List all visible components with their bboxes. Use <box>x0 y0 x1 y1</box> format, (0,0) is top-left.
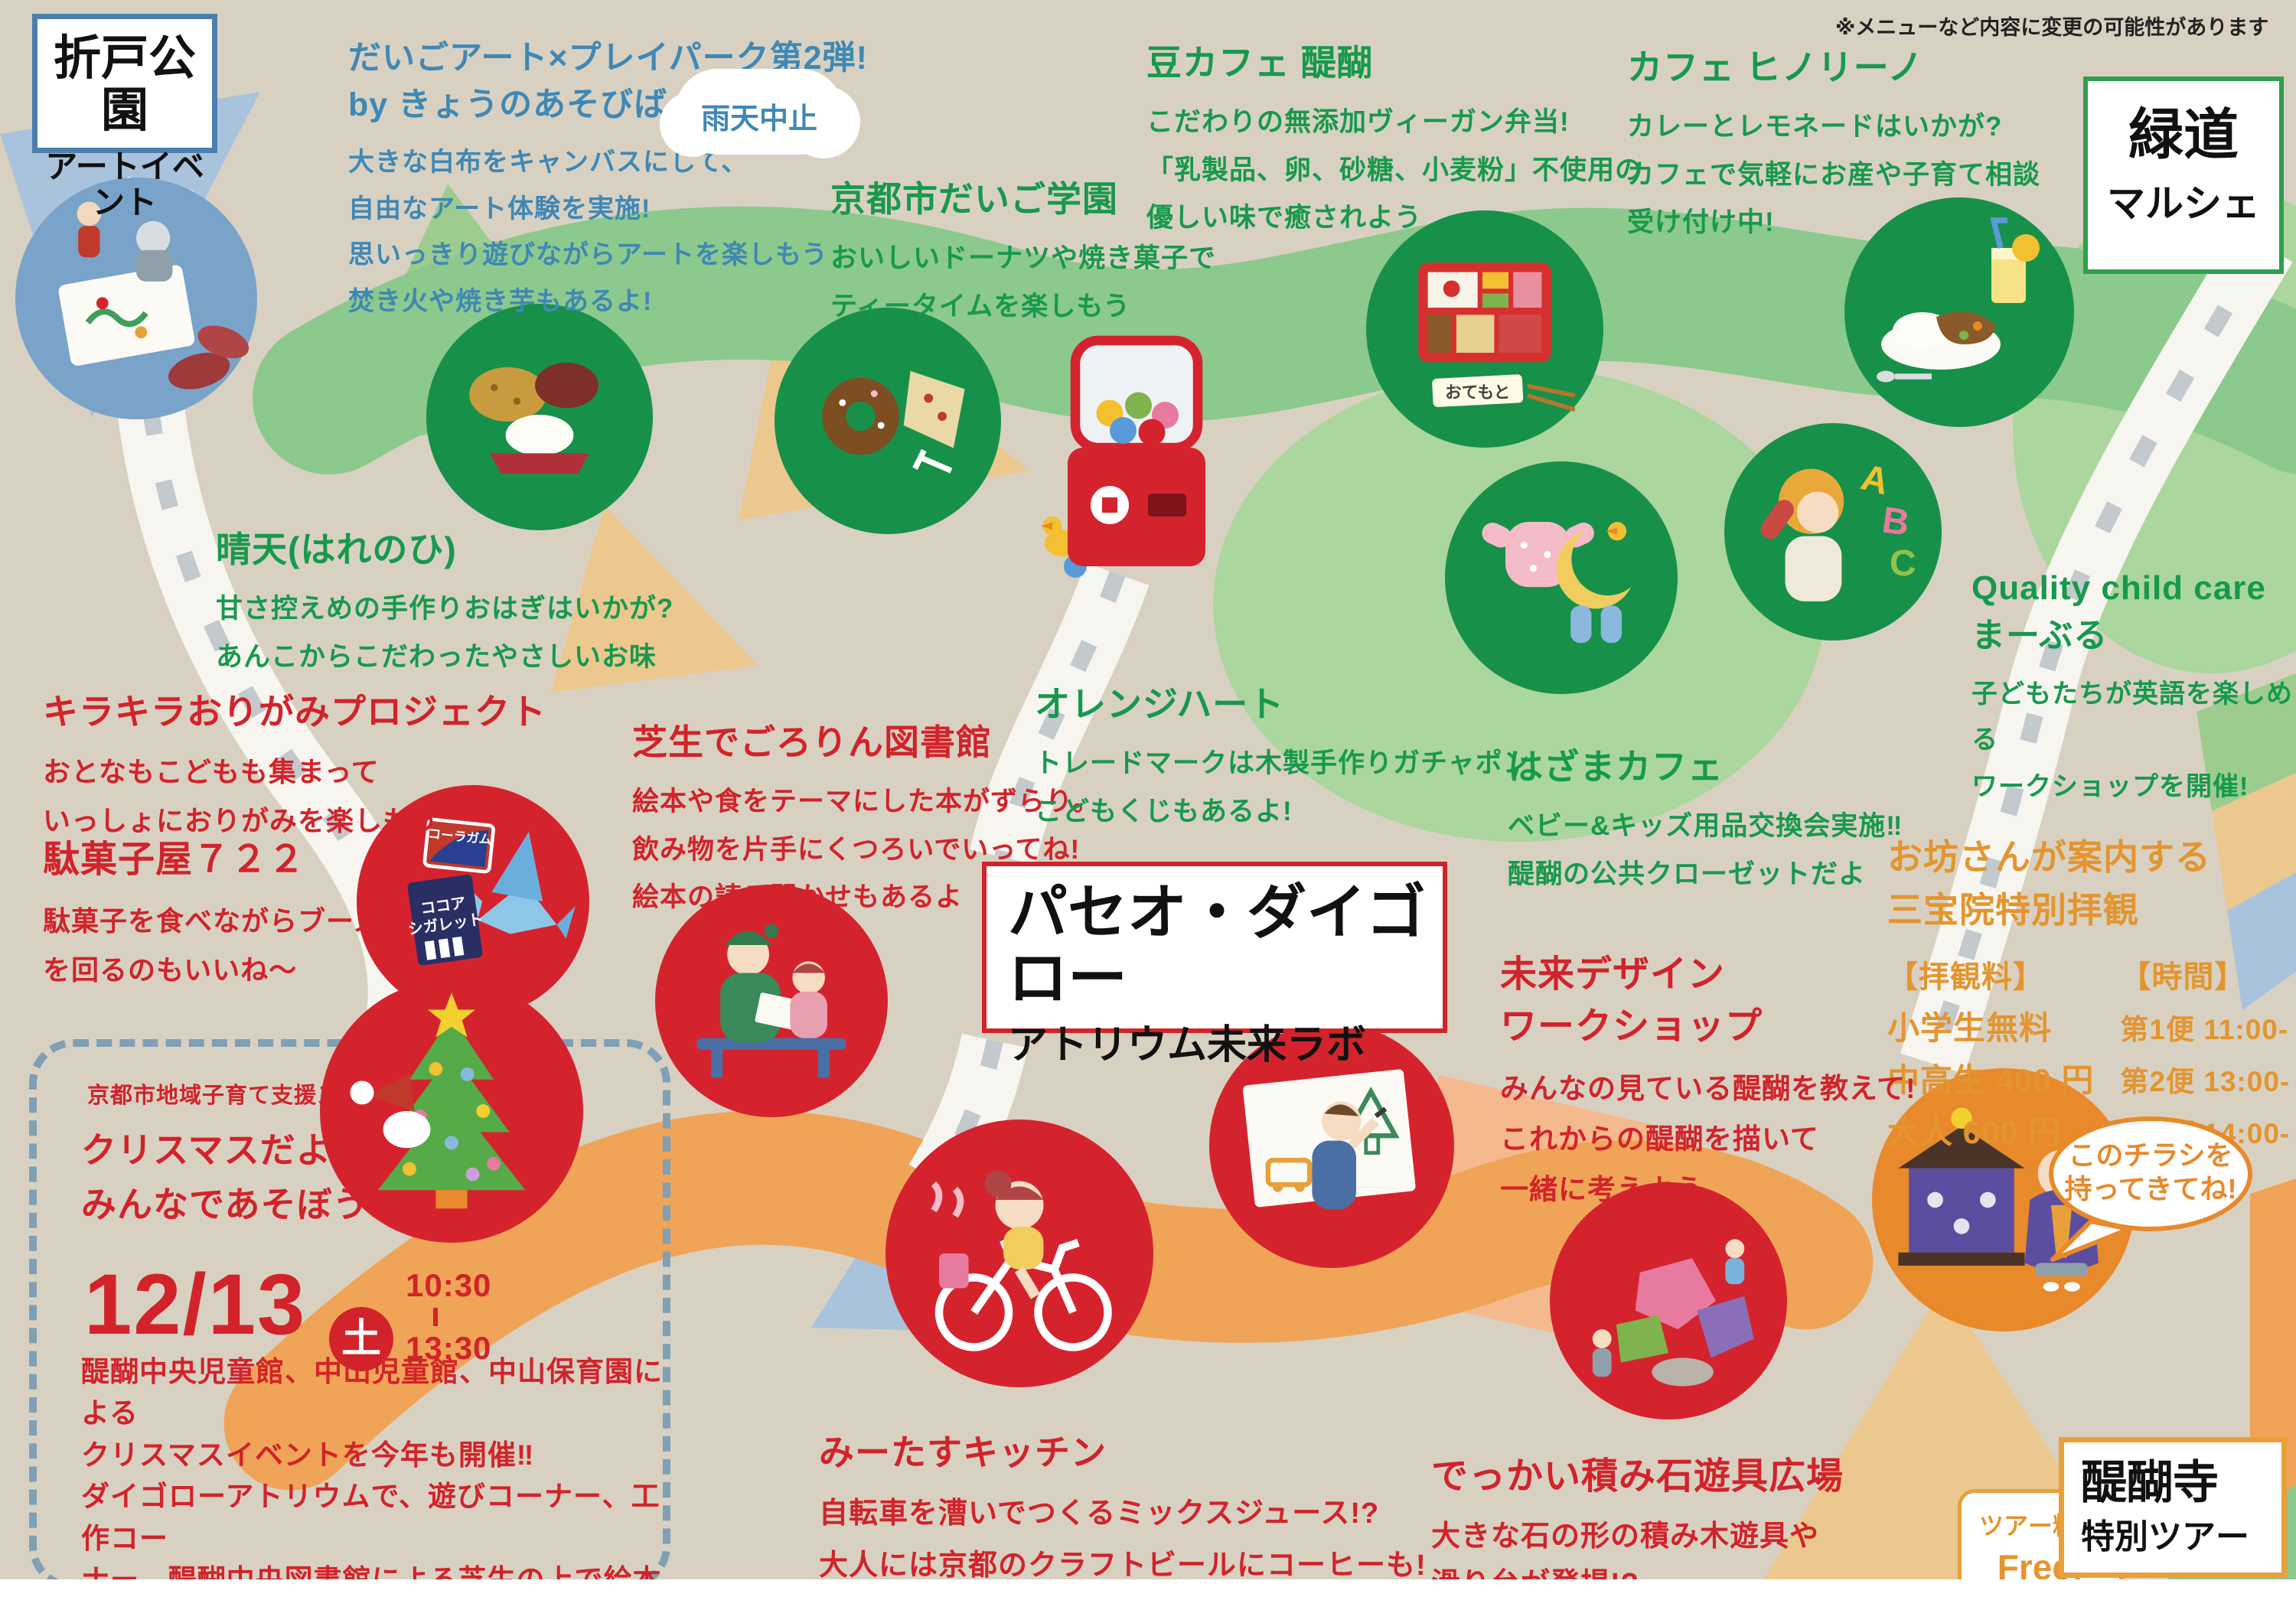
time-header: 【時間】 <box>2120 960 2246 994</box>
event-time-end: 13:30 <box>406 1330 492 1366</box>
booth-orange-heart: オレンジハート トレードマークは木製手作りガチャポンこどもくじもあるよ! <box>1035 680 1531 836</box>
booth-desc: 甘さ控えめの手作りおはぎはいかが?あんこからこだわったやさしいお味 <box>216 594 674 672</box>
art-play-illustration <box>15 178 257 419</box>
curry-lemonade-illustration <box>1844 197 2074 427</box>
booth-desc: おとなもこどもも集まっていっしょにおりがみを楽しもう <box>43 756 439 837</box>
event-weekday-badge: 土 <box>329 1307 393 1371</box>
bicycle-juice-illustration <box>885 1120 1153 1387</box>
sign-title: 折戸公園 <box>53 32 196 138</box>
bento-illustration: おてもと <box>1366 210 1603 448</box>
booth-title: 晴天(はれのひ) <box>216 530 457 569</box>
booth-desc: 絵本や食をテーマにした本がずらり。飲み物を片手にくつろいでいってね!絵本の読み聞… <box>632 787 1101 912</box>
sign-subtitle: マルシェ <box>2107 182 2260 226</box>
booth-desc: みんなの見ている醍醐を教えて!これからの醍醐を描いて一緒に考えよう <box>1500 1073 1916 1206</box>
scan-edge <box>0 1579 2296 1597</box>
booth-desc: 自転車を漕いでつくるミックスジュース!?大人には京都のクラフトビールにコーヒーも… <box>819 1498 1427 1582</box>
booth-title: はざまカフェ <box>1508 747 1724 787</box>
booth-desc: カレーとレモネードはいかが?カフェで気軽にお産や子育て相談受け付け中! <box>1627 112 2041 237</box>
bento-label: おてもと <box>1445 383 1510 402</box>
booth-desc: 駄菓子を食べながらブースを回るのもいいね〜 <box>43 905 382 986</box>
booth-desc: 子どもたちが英語を楽しめるワークショップを開催! <box>1971 679 2293 801</box>
rain-cancel-label: 雨天中止 <box>700 103 817 135</box>
event-time-range: 10:30 13:30 <box>406 1267 491 1367</box>
booth-daigo-gakuen: 京都市だいご学園 おいしいドーナツや焼き菓子でティータイムを楽しもう <box>830 174 1216 331</box>
sign-paseo-daigoro: パセオ・ダイゴロー アトリウム未来ラボ <box>982 862 1447 1067</box>
fee-header: 【拝観料】 <box>1887 960 2044 994</box>
reading-bench-illustration <box>655 885 888 1117</box>
booth-dekkai-hiroba: でっかい積み石遊具広場 大きな石の形の積み木遊具や滑り台が登場!? <box>1431 1451 1844 1597</box>
baby-goods-illustration <box>1445 461 1678 694</box>
fee-list: 小学生無料中高生 400 円大人 600 円 <box>1887 1010 2095 1151</box>
rain-cancel-badge: 雨天中止 <box>660 69 860 158</box>
booth-hinorino: カフェ ヒノリーノ カレーとレモネードはいかが?カフェで気軽にお産や子育て相談受… <box>1627 43 2040 246</box>
booth-title: 駄菓子屋７２２ <box>43 839 306 880</box>
booth-dagashiya-722: 駄菓子屋７２２ 駄菓子を食べながらブースを回るのもいいね〜 <box>43 834 381 995</box>
booth-sanboin-tour: お坊さんが案内する三宝院特別拝観 【拝観料】 小学生無料中高生 400 円大人 … <box>1887 831 2290 1160</box>
bubble-line-2: 持ってきてね! <box>2064 1173 2236 1204</box>
sign-subtitle: 特別ツアー <box>2081 1518 2249 1556</box>
event-description: 醍醐中央児童館、中山児童館、中山保育園によるクリスマスイベントを今年も開催‼ダイ… <box>81 1356 663 1595</box>
sign-ryokudo-marche: 緑道 マルシェ <box>2083 77 2284 274</box>
origami-dagashi-illustration: ココア シガレット コーラガム <box>357 785 589 1018</box>
english-abc-illustration: A B C <box>1724 423 1942 640</box>
booth-title: でっかい積み石遊具広場 <box>1431 1456 1844 1497</box>
sign-title: 醍醐寺 <box>2081 1457 2219 1508</box>
menu-change-note: ※メニューなど内容に変更の可能性があります <box>1835 16 2269 39</box>
donut-illustration <box>775 308 1001 534</box>
bring-flyer-speech-bubble: このチラシを 持ってきてね! <box>2037 1114 2259 1271</box>
event-title: クリスマスだよ♪みんなであそぼう! <box>81 1130 381 1225</box>
ohagi-illustration <box>426 304 653 530</box>
sign-daigoji-tour: 醍醐寺 特別ツアー <box>2059 1437 2287 1578</box>
sign-orido-park: 折戸公園 アートイベント <box>32 14 217 220</box>
booth-desc: トレードマークは木製手作りガチャポンこどもくじもあるよ! <box>1035 748 1531 826</box>
booth-title: みーたすキッチン <box>819 1432 1107 1472</box>
sign-title: パセオ・ダイゴロー <box>1008 878 1427 1012</box>
booth-hazama-cafe: はざまカフェ ベビー&キッズ用品交換会実施‼醍醐の公共クローゼットだよ <box>1508 742 1903 898</box>
monk-mikoshi-illustration <box>1872 1068 2135 1331</box>
christmas-tree-illustration <box>320 979 583 1243</box>
booth-desc: 大きな白布をキャンバスにして、自由なアート体験を実施!思いっきり遊びながらアート… <box>348 148 828 316</box>
booth-mame-cafe: 豆カフェ 醍醐 こだわりの無添加ヴィーガン弁当!「乳製品、卵、砂糖、小麦粉」不使… <box>1146 38 1642 242</box>
booth-desc: おいしいドーナツや焼き菓子でティータイムを楽しもう <box>830 243 1217 321</box>
booth-title: オレンジハート <box>1035 684 1285 724</box>
booth-title: 京都市だいご学園 <box>830 179 1118 219</box>
letter-c: C <box>1890 543 1916 584</box>
sign-subtitle: アートイベント <box>45 148 204 220</box>
sanboin-fees: 【拝観料】 小学生無料中高生 400 円大人 600 円 <box>1887 952 2094 1160</box>
event-date: 12/13 <box>84 1256 307 1352</box>
bubble-line-1: このチラシを <box>2068 1139 2232 1171</box>
booth-kirakira-origami: キラキラおりがみプロジェクト おとなもこどもも集まっていっしょにおりがみを楽しも… <box>43 687 546 846</box>
booth-desc: こだわりの無添加ヴィーガン弁当!「乳製品、卵、砂糖、小麦粉」不使用の優しい味で癒… <box>1146 107 1643 233</box>
booth-seiten: 晴天(はれのひ) 甘さ控えめの手作りおはぎはいかが?あんこからこだわったやさしい… <box>216 525 673 681</box>
booth-shibafu-library: 芝生でごろりん図書館 絵本や食をテーマにした本がずらり。飲み物を片手にくつろいで… <box>632 718 1100 921</box>
time-range-separator <box>433 1308 438 1326</box>
booth-daigo-art: だいごアート×プレイパーク第2弾!by きょうのあそびば 大きな白布をキャンバス… <box>348 35 868 324</box>
booth-title: お坊さんが案内する三宝院特別拝観 <box>1887 837 2211 930</box>
booth-mirai-design: 未来デザインワークショップ みんなの見ている醍醐を教えて!これからの醍醐を描いて… <box>1500 949 1916 1215</box>
gacha-machine-illustration <box>1037 329 1228 582</box>
booth-mitasu-kitchen: みーたすキッチン 自転車を漕いでつくるミックスジュース!?大人には京都のクラフト… <box>819 1428 1427 1592</box>
booth-desc: ベビー&キッズ用品交換会実施‼醍醐の公共クローゼットだよ <box>1508 811 1903 889</box>
event-time-start: 10:30 <box>406 1267 492 1303</box>
booth-title: カフェ ヒノリーノ <box>1627 47 1924 87</box>
sign-title: 緑道 <box>2128 105 2239 166</box>
booth-title: 未来デザインワークショップ <box>1500 954 1763 1048</box>
booth-title: 芝生でごろりん図書館 <box>632 722 992 762</box>
booth-title: 豆カフェ 醍醐 <box>1146 43 1373 83</box>
letter-b: B <box>1880 499 1912 543</box>
stone-blocks-illustration <box>1550 1182 1787 1419</box>
booth-title: キラキラおりがみプロジェクト <box>43 692 546 732</box>
drawing-workshop-illustration <box>1209 1023 1454 1268</box>
sign-subtitle: アトリウム未来ラボ <box>1008 1022 1367 1067</box>
